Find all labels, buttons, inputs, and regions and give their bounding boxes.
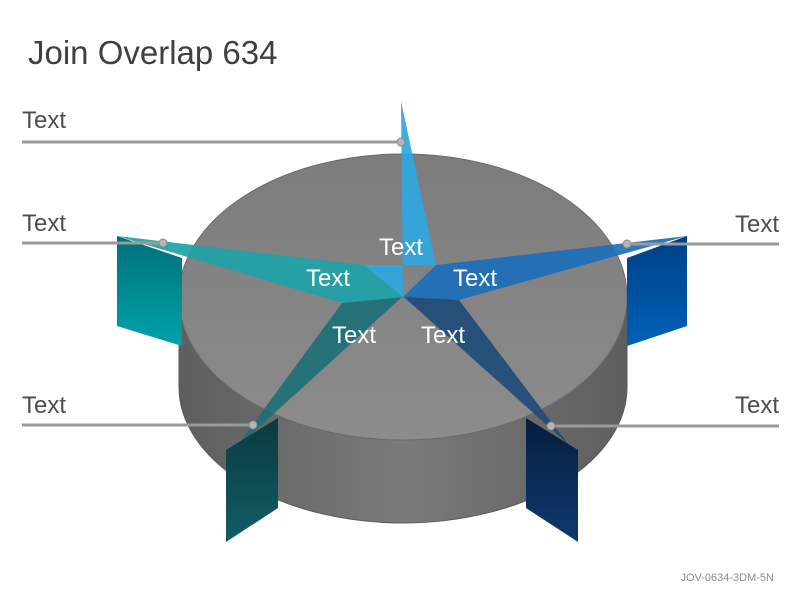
panel-left <box>117 236 182 346</box>
callout-label-top: Text <box>22 107 67 134</box>
leader-dot-bottom-left <box>248 420 258 430</box>
panel-right <box>627 236 687 346</box>
segment-label-bottom-left: Text <box>332 322 376 349</box>
leader-dot-left <box>158 238 168 248</box>
star-segment-right <box>403 236 687 300</box>
star-segment-top <box>364 101 436 297</box>
panel-bottom-right <box>526 418 578 542</box>
footer-code: JOV-0634-3DM-5N <box>680 572 774 584</box>
page-title: Join Overlap 634 <box>28 34 278 71</box>
callout-label-right: Text <box>734 211 779 238</box>
segment-label-right: Text <box>453 265 497 292</box>
callout-label-left: Text <box>22 210 67 237</box>
leader-dot-bottom-right <box>546 421 556 431</box>
leader-dot-top <box>396 137 406 147</box>
panel-bottom-left <box>226 418 278 542</box>
segment-label-top: Text <box>379 234 423 261</box>
callout-label-bottom-right: Text <box>734 392 779 419</box>
callout-label-bottom-left: Text <box>22 392 67 419</box>
segment-label-bottom-right: Text <box>421 322 465 349</box>
star-segment-left <box>117 236 403 303</box>
segment-label-left: Text <box>306 265 350 292</box>
leader-dot-right <box>622 239 632 249</box>
